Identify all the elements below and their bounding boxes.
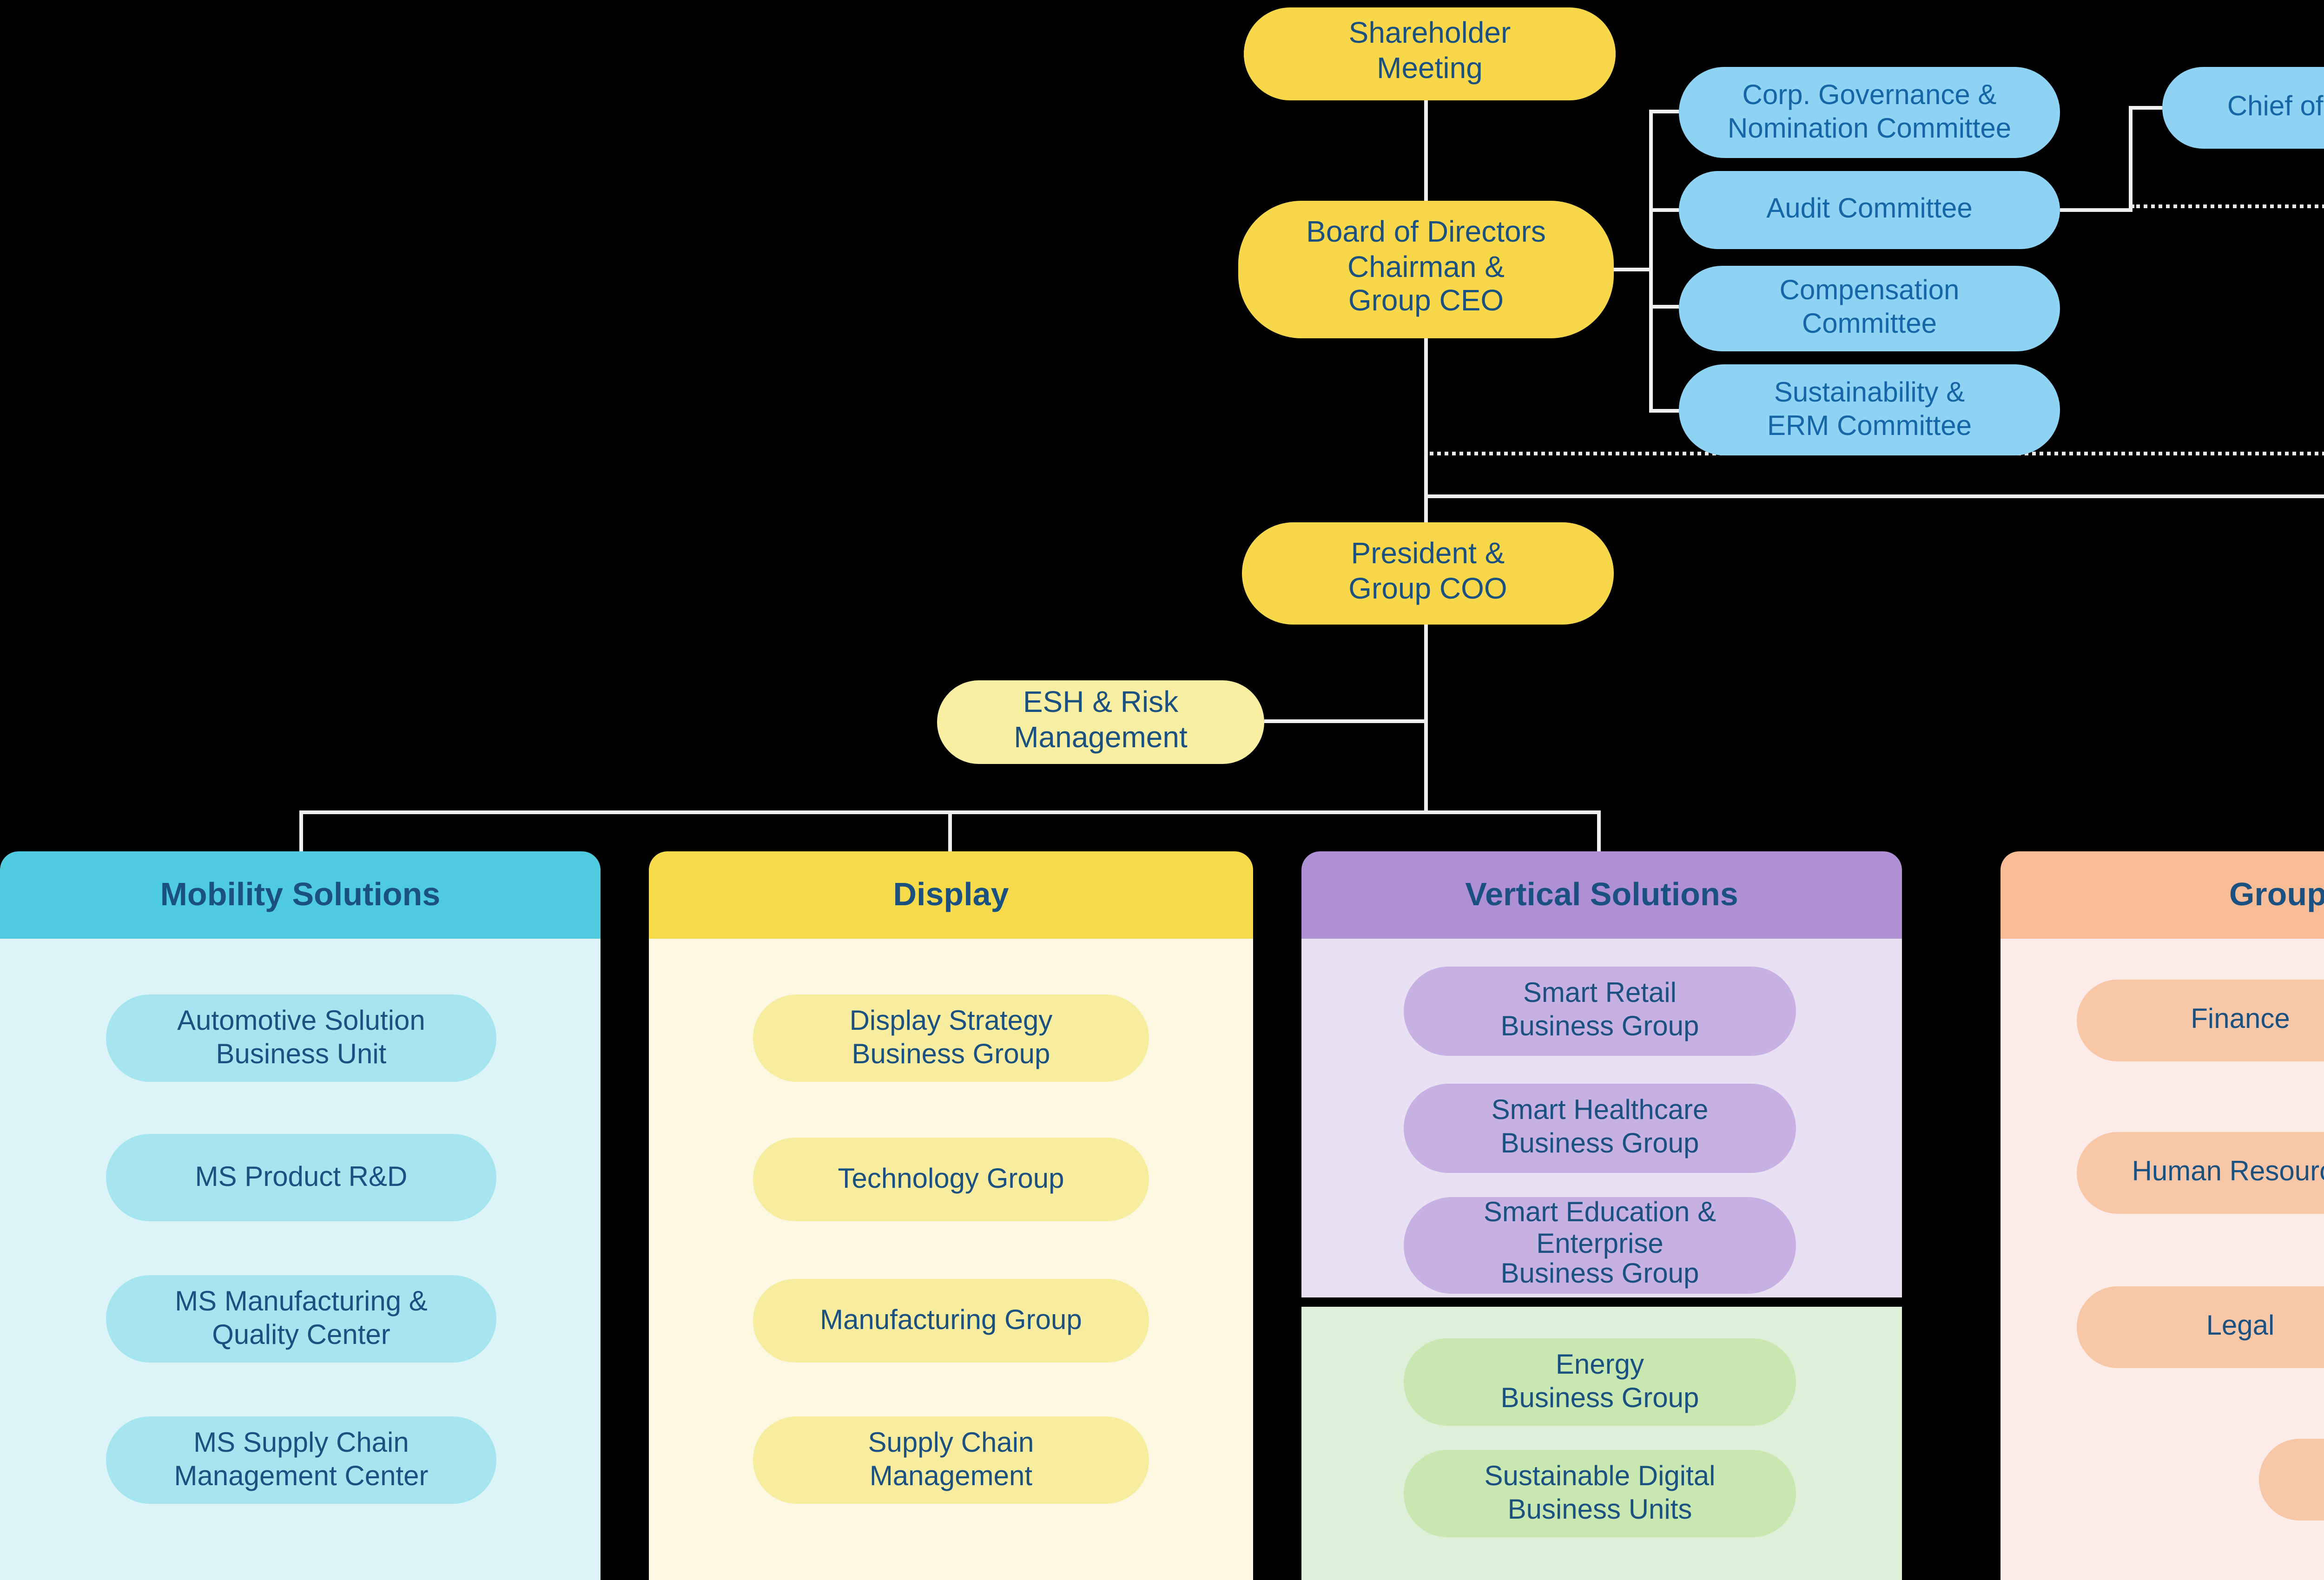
dept-header-mobility-solutions: Mobility Solutions [0,851,601,939]
connector-stub-audit [1649,208,1679,212]
dept-header-display: Display [649,851,1253,939]
org-node-board-of-directors: Board of Directors Chairman & Group CEO [1238,201,1614,338]
dept-mobility-solutions: Mobility Solutions Automotive Solution B… [0,851,601,1580]
dept-display: Display Display Strategy Business Group … [649,851,1253,1580]
connector-esh [1264,719,1424,723]
dept-vertical-solutions: Vertical Solutions Smart Retail Business… [1301,851,1902,1580]
connector-president-columns [1424,625,1428,812]
unit-ms-product-rd: MS Product R&D [106,1134,496,1221]
unit-auditing: Auditing [2259,1439,2324,1521]
dept-body-mobility-solutions: Automotive Solution Business Unit MS Pro… [0,939,601,1580]
connector-stub-sustainability [1649,409,1679,413]
connector-audit-compliance-h [2060,208,2131,212]
connector-committees-spine [1649,110,1653,411]
connector-stub-governance [1649,110,1679,113]
unit-display-strategy: Display Strategy Business Group [753,994,1149,1082]
committee-compensation: Compensation Committee [1679,266,2060,351]
unit-ms-supply-chain: MS Supply Chain Management Center [106,1416,496,1504]
dept-body-vertical-solutions: Smart Retail Business Group Smart Health… [1301,939,1902,1297]
org-node-chief-of-compliance: Chief of Compliance [2162,67,2324,149]
unit-human-resource: Human Resource [2077,1132,2324,1214]
unit-smart-retail: Smart Retail Business Group [1404,967,1796,1056]
dept-header-group-infrastructure: Group Infrastructure Unit [2000,851,2324,939]
unit-sustainable-digital: Sustainable Digital Business Units [1404,1450,1796,1537]
org-node-shareholder-meeting: Shareholder Meeting [1244,7,1616,100]
dept-header-vertical-solutions: Vertical Solutions [1301,851,1902,939]
connector-board-committees [1614,268,1651,271]
connector-stub-compensation [1649,305,1679,309]
connector-drop-vertical [1597,810,1601,851]
dept-group-infrastructure: Group Infrastructure Unit Finance Digita… [2000,851,2324,1580]
unit-finance: Finance [2077,980,2324,1061]
connector-drop-display [948,810,952,851]
connector-audit-compliance-v [2129,106,2133,212]
dept-body-display: Display Strategy Business Group Technolo… [649,939,1253,1580]
dotted-audit-edge [2131,204,2324,208]
connector-board-president [1424,338,1428,522]
committee-audit: Audit Committee [1679,171,2060,249]
unit-automotive-solution: Automotive Solution Business Unit [106,994,496,1082]
connector-shareholder-board [1424,100,1428,201]
connector-compliance-stub [2129,106,2162,110]
unit-smart-education-enterprise: Smart Education & Enterprise Business Gr… [1404,1197,1796,1294]
unit-smart-healthcare: Smart Healthcare Business Group [1404,1084,1796,1173]
dept-body-energy-sustainable: Energy Business Group Sustainable Digita… [1301,1307,1902,1580]
committee-sustainability-erm: Sustainability & ERM Committee [1679,364,2060,455]
unit-ms-manufacturing-quality: MS Manufacturing & Quality Center [106,1275,496,1363]
connector-drop-mobility [299,810,303,851]
unit-technology-group: Technology Group [753,1138,1149,1221]
org-node-president-coo: President & Group COO [1242,522,1614,625]
unit-legal: Legal [2077,1286,2324,1368]
connector-president-infra-h [1424,494,2324,498]
unit-supply-chain-management: Supply Chain Management [753,1416,1149,1504]
dept-body-group-infrastructure: Finance Digital Technology Human Resourc… [2000,939,2324,1580]
committee-governance-nomination: Corp. Governance & Nomination Committee [1679,67,2060,158]
org-node-esh-risk-management: ESH & Risk Management [937,680,1264,764]
unit-energy-business-group: Energy Business Group [1404,1338,1796,1426]
unit-manufacturing-group: Manufacturing Group [753,1279,1149,1363]
